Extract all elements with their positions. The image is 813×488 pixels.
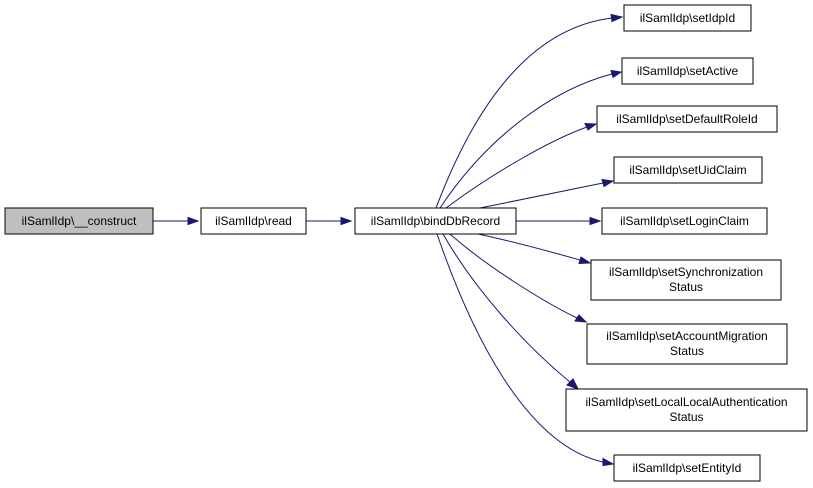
edge-binddbrecord-setactive-arrow <box>610 69 623 79</box>
node-setloginclaim-label: ilSamlIdp\setLoginClaim <box>620 214 749 228</box>
node-setuidclaim[interactable]: ilSamlIdp\setUidClaim <box>613 156 763 184</box>
edge-binddbrecord-setlocallocalauthenticationstatus-arrow <box>566 378 580 390</box>
edge-construct-read-arrow <box>187 216 200 226</box>
edge-binddbrecord-setidpid <box>435 17 613 209</box>
node-setdefaultroleid-label: ilSamlIdp\setDefaultRoleId <box>616 112 757 126</box>
node-construct-label: ilSamlIdp\__construct <box>22 214 137 228</box>
edge-binddbrecord-setuidclaim <box>479 182 604 209</box>
node-setentityid-label: ilSamlIdp\setEntityId <box>633 461 742 475</box>
node-setloginclaim-box <box>601 207 768 235</box>
node-setlocallocalauthenticationstatus-label-line2: Status <box>669 410 703 424</box>
node-binddbrecord-box <box>354 207 517 235</box>
node-setuidclaim-box <box>613 156 763 184</box>
edge-binddbrecord-setuidclaim-arrow <box>601 178 615 188</box>
edge-binddbrecord-setaccountmigrationstatus <box>449 233 578 319</box>
node-setsynchronizationstatus-box <box>590 259 782 301</box>
node-setentityid[interactable]: ilSamlIdp\setEntityId <box>613 454 761 482</box>
node-setactive[interactable]: ilSamlIdp\setActive <box>621 57 754 85</box>
node-setsynchronizationstatus-label-line1: ilSamlIdp\setSynchronization <box>609 265 763 279</box>
node-setidpid[interactable]: ilSamlIdp\setIdpId <box>623 4 752 32</box>
node-construct[interactable]: ilSamlIdp\__construct <box>4 207 154 235</box>
edge-binddbrecord-setlocallocalauthenticationstatus <box>442 233 571 383</box>
node-setactive-box <box>621 57 754 85</box>
node-setaccountmigrationstatus-label-line1: ilSamlIdp\setAccountMigration <box>606 329 767 343</box>
node-setlocallocalauthenticationstatus[interactable]: ilSamlIdp\setLocalLocalAuthentication St… <box>565 388 808 432</box>
edge-binddbrecord-setentityid <box>436 233 604 463</box>
edge-binddbrecord-setsynchronizationstatus-arrow <box>578 256 592 265</box>
node-setdefaultroleid-box <box>596 105 778 133</box>
node-setidpid-box <box>623 4 752 32</box>
edges <box>153 13 624 467</box>
node-construct-box <box>4 207 154 235</box>
node-setdefaultroleid[interactable]: ilSamlIdp\setDefaultRoleId <box>596 105 778 133</box>
edge-binddbrecord-setloginclaim-arrow <box>589 216 602 226</box>
node-setentityid-box <box>613 454 761 482</box>
edge-binddbrecord-setsynchronizationstatus <box>477 233 581 261</box>
node-setlocallocalauthenticationstatus-box <box>565 388 808 432</box>
edge-binddbrecord-setentityid-arrow <box>602 457 615 467</box>
node-setaccountmigrationstatus-box <box>586 323 788 365</box>
node-binddbrecord-label: ilSamlIdp\bindDbRecord <box>371 214 500 228</box>
node-setsynchronizationstatus-label-line2: Status <box>669 280 703 294</box>
node-read-box <box>200 207 307 235</box>
node-read-label: ilSamlIdp\read <box>215 214 292 228</box>
node-read[interactable]: ilSamlIdp\read <box>200 207 307 235</box>
edge-read-binddbrecord-arrow <box>340 216 353 226</box>
node-setaccountmigrationstatus-label-line2: Status <box>670 344 704 358</box>
node-setlocallocalauthenticationstatus-label-line1: ilSamlIdp\setLocalLocalAuthentication <box>585 395 787 409</box>
node-setloginclaim[interactable]: ilSamlIdp\setLoginClaim <box>601 207 768 235</box>
node-setaccountmigrationstatus[interactable]: ilSamlIdp\setAccountMigration Status <box>586 323 788 365</box>
edge-binddbrecord-setidpid-arrow <box>610 13 624 23</box>
edge-binddbrecord-setactive <box>439 73 613 209</box>
node-setidpid-label: ilSamlIdp\setIdpId <box>640 11 735 25</box>
edge-binddbrecord-setdefaultroleid-arrow <box>584 122 598 131</box>
node-setactive-label: ilSamlIdp\setActive <box>637 64 739 78</box>
edge-binddbrecord-setdefaultroleid <box>445 126 588 209</box>
node-setuidclaim-label: ilSamlIdp\setUidClaim <box>629 163 746 177</box>
node-binddbrecord[interactable]: ilSamlIdp\bindDbRecord <box>354 207 517 235</box>
node-setsynchronizationstatus[interactable]: ilSamlIdp\setSynchronization Status <box>590 259 782 301</box>
edge-binddbrecord-setaccountmigrationstatus-arrow <box>574 314 588 323</box>
